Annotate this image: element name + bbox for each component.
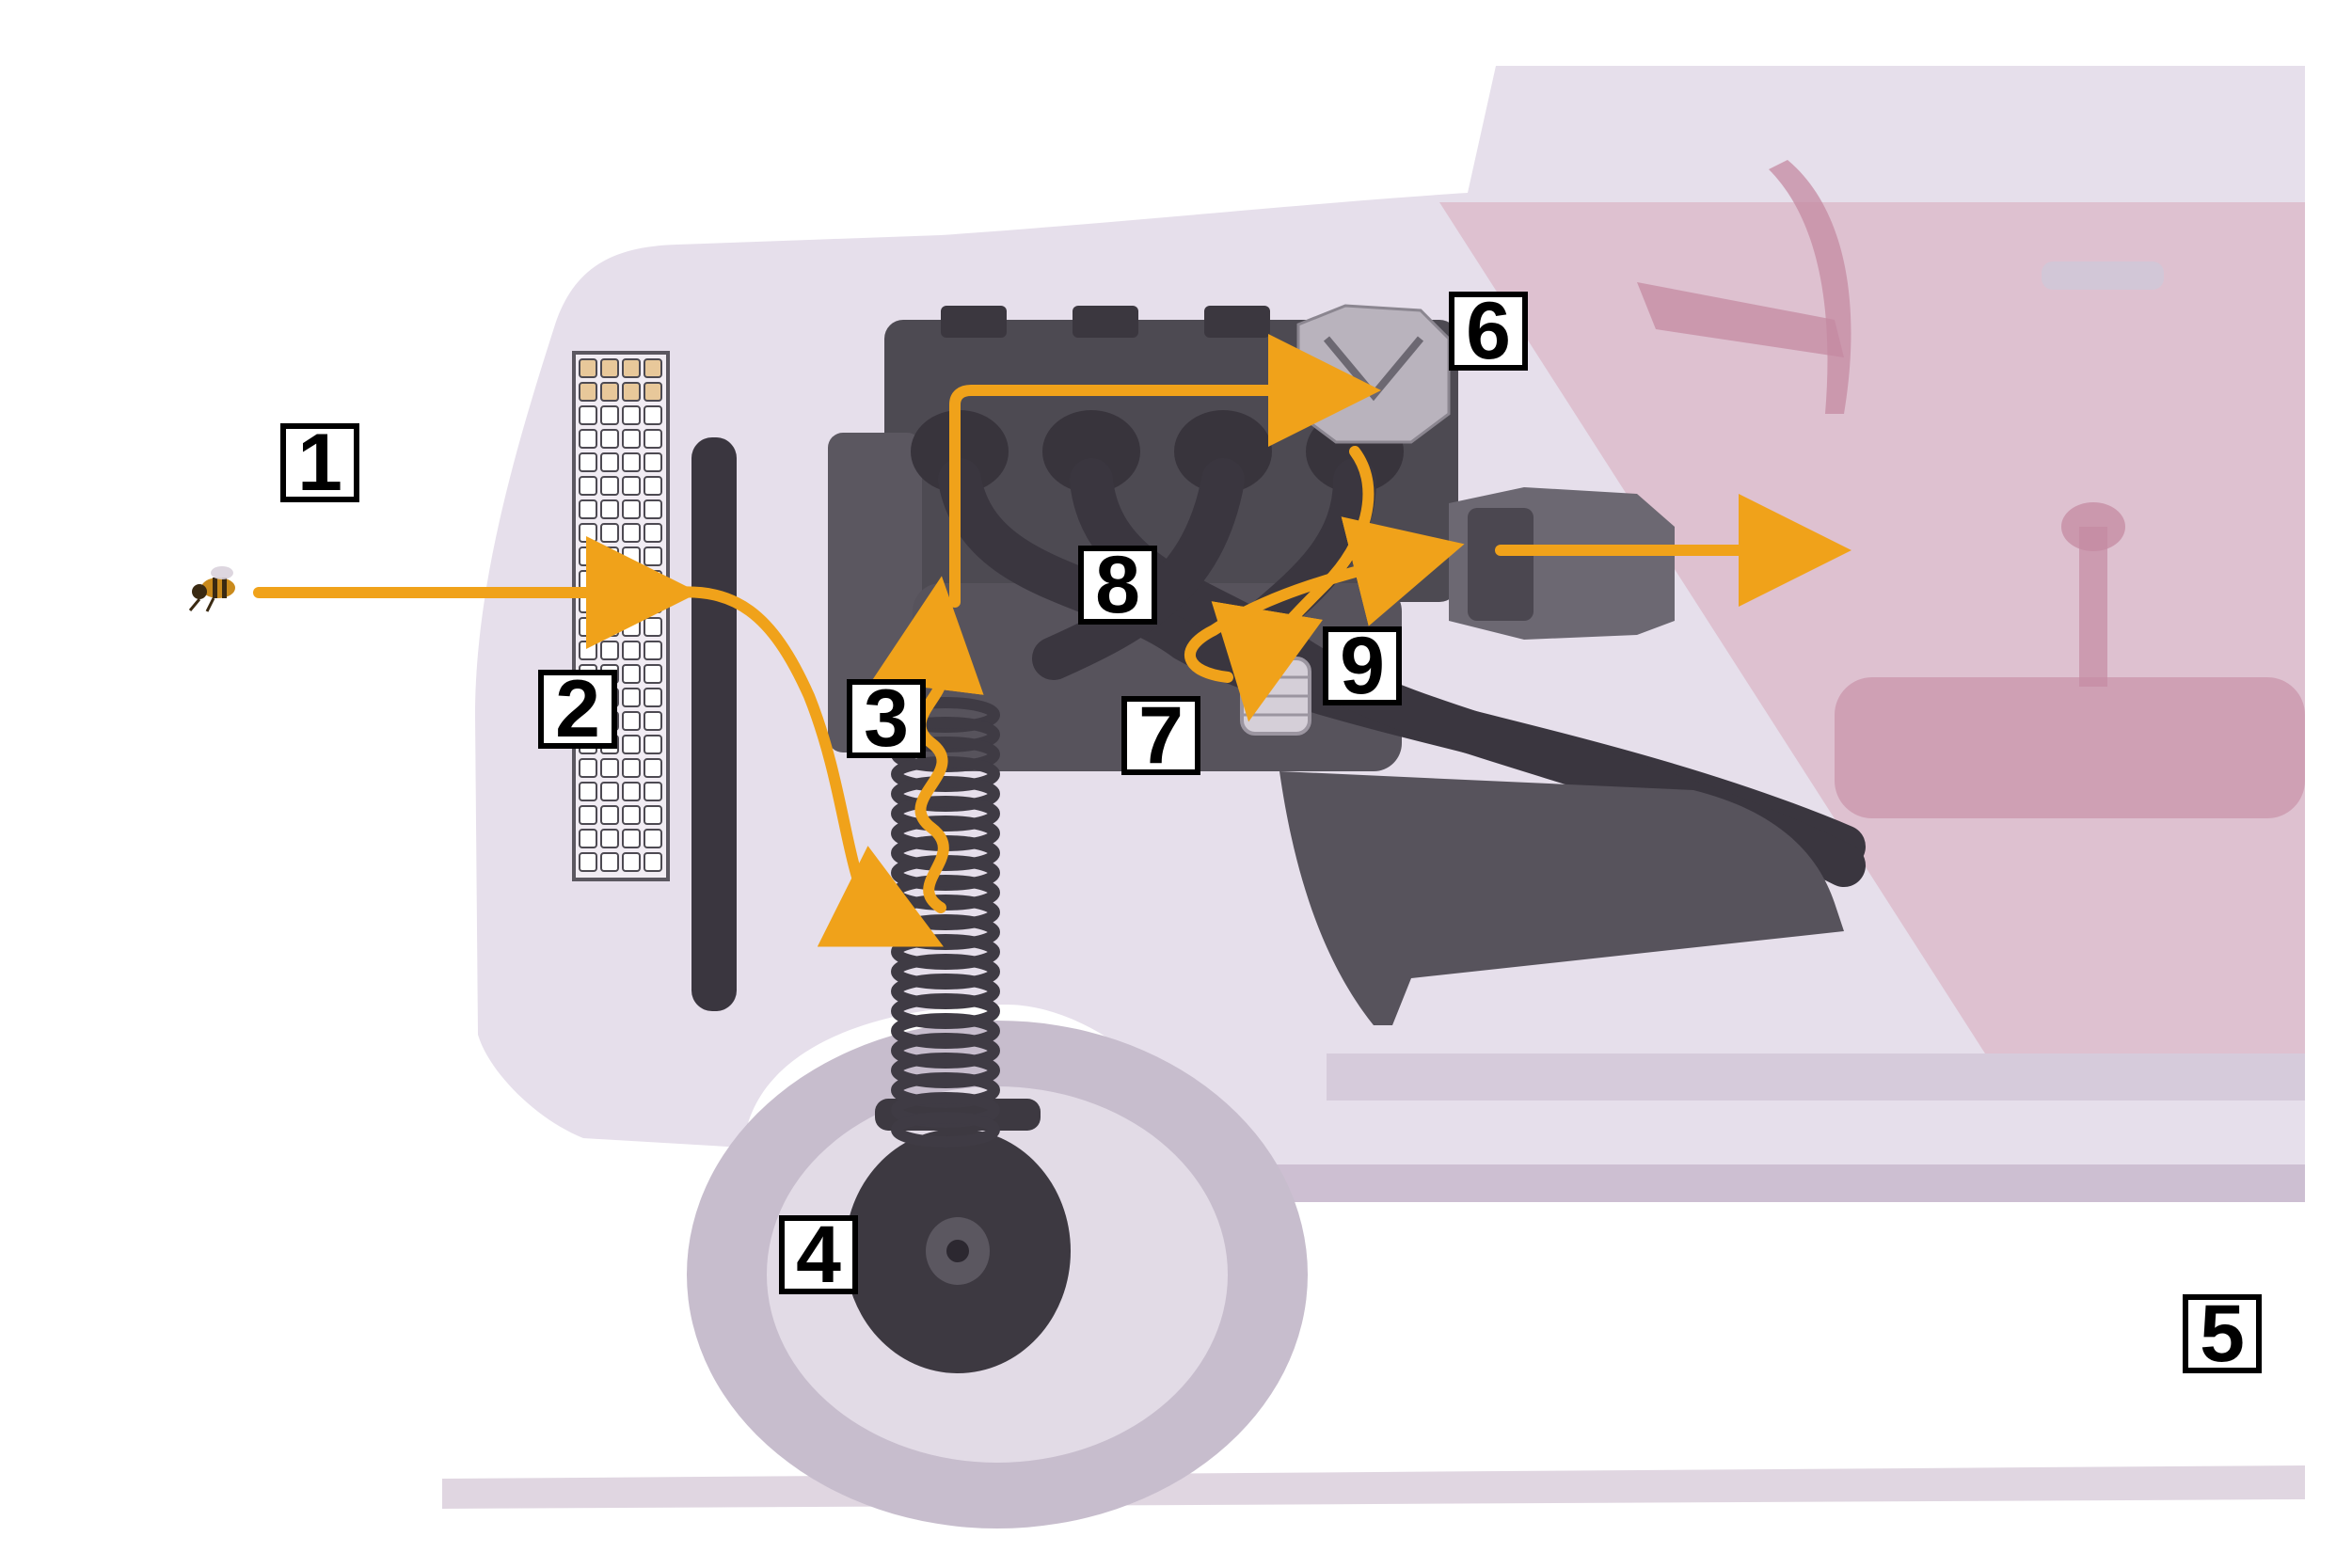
door-handle	[2042, 261, 2164, 290]
gear-lever	[2079, 527, 2107, 687]
air-flow-paths	[253, 334, 1851, 947]
callout-1: 1	[280, 422, 359, 503]
bee-icon	[188, 566, 235, 612]
gear-knob	[2061, 502, 2125, 551]
cooling-fan	[691, 437, 737, 1011]
hvac-unit	[1449, 487, 1675, 640]
transmission	[1279, 771, 1844, 1025]
callout-5: 5	[2183, 1293, 2262, 1374]
cab-interior	[1439, 202, 2305, 1053]
rocker-panel	[1270, 1164, 2305, 1202]
ground-shadow	[442, 1465, 2305, 1509]
callout-7: 7	[1121, 695, 1200, 776]
seat-cushion	[1835, 677, 2305, 818]
callout-4: 4	[779, 1214, 858, 1295]
radiator-grille	[572, 351, 670, 881]
fuel-pump-cutaway	[1296, 304, 1451, 444]
steering-wheel	[1769, 160, 1851, 414]
callout-2: 2	[538, 669, 617, 750]
front-wheel	[687, 1021, 1308, 1528]
callout-3: 3	[847, 678, 926, 759]
steering-column	[1637, 282, 1844, 357]
callout-6: 6	[1449, 291, 1528, 372]
callout-8: 8	[1078, 545, 1157, 626]
callout-9: 9	[1323, 626, 1402, 706]
lower-trim	[1327, 1053, 2305, 1101]
